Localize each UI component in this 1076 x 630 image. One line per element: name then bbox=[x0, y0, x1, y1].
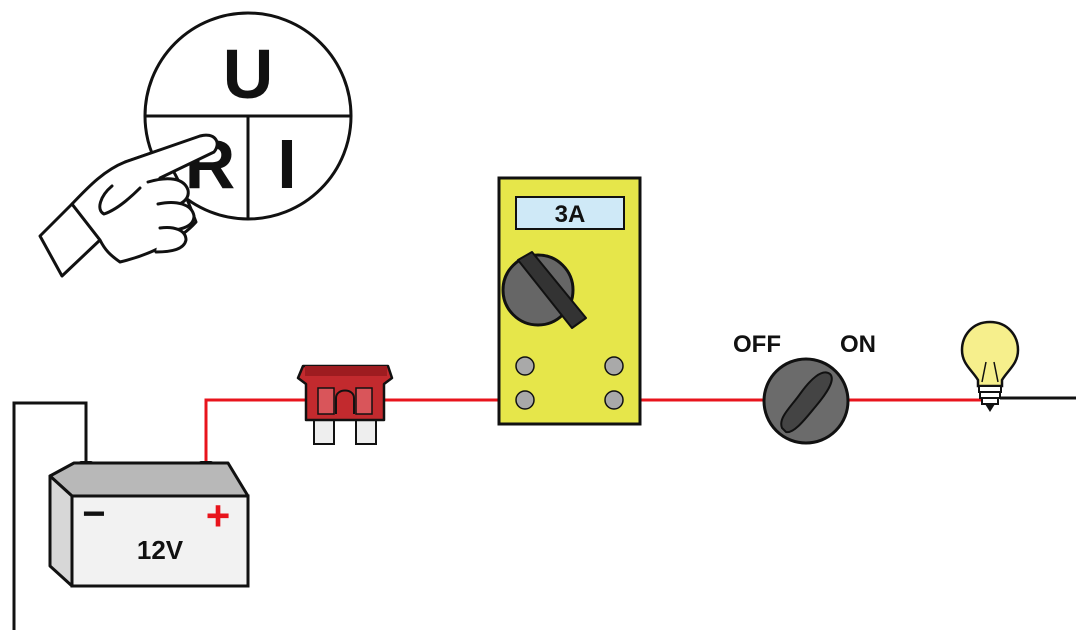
positive-wire-battery-fuse bbox=[204, 398, 305, 466]
ohm-current-letter: I bbox=[277, 125, 296, 203]
switch-off-label: OFF bbox=[733, 331, 781, 358]
multimeter-jack-bottom-right bbox=[604, 390, 624, 410]
multimeter-rotary-knob bbox=[501, 251, 587, 329]
switch-on-label: ON bbox=[840, 331, 876, 358]
light-bulb-icon bbox=[960, 320, 1020, 412]
ohm-law-triangle: U R I bbox=[143, 11, 353, 221]
multimeter: 3A bbox=[497, 176, 642, 426]
battery-minus-symbol: − bbox=[82, 492, 105, 536]
multimeter-jack-top-left bbox=[515, 356, 535, 376]
multimeter-reading: 3A bbox=[555, 201, 586, 228]
multimeter-jack-bottom-left bbox=[515, 390, 535, 410]
negative-wire bbox=[12, 401, 88, 630]
multimeter-jack-top-right bbox=[604, 356, 624, 376]
battery-voltage-label: 12V bbox=[137, 535, 184, 565]
pointing-hand-icon bbox=[38, 133, 219, 278]
fuse bbox=[296, 364, 394, 445]
battery: − + 12V bbox=[48, 461, 250, 588]
ohm-voltage-letter: U bbox=[223, 35, 274, 113]
rotary-switch: OFF ON bbox=[733, 331, 876, 445]
multimeter-display bbox=[515, 196, 625, 230]
battery-plus-symbol: + bbox=[206, 492, 231, 539]
